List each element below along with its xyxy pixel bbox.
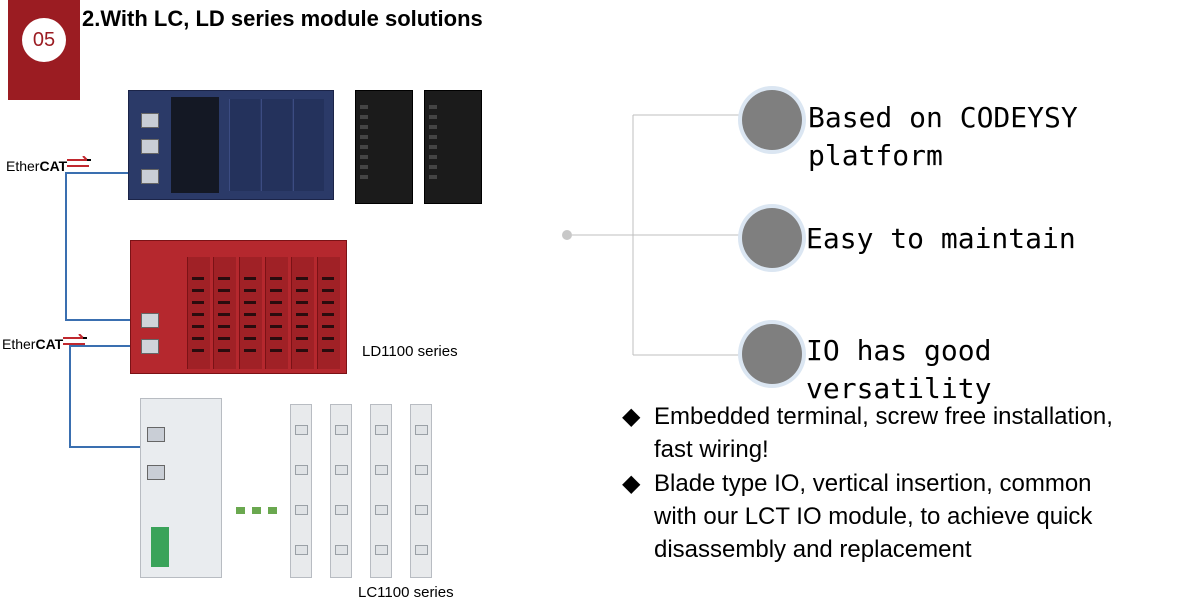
page-title: 2.With LC, LD series module solutions	[82, 6, 483, 31]
ethercat-logo-middle: EtherCAT	[2, 334, 89, 352]
ethercat-cables	[65, 172, 277, 514]
ld1100-caption: LD1100 series	[362, 343, 458, 360]
io-module-image	[424, 90, 482, 204]
section-number-badge: 05	[22, 18, 66, 62]
lc1100-caption: LC1100 series	[358, 584, 454, 601]
feature-item-maintain: Easy to maintain	[806, 222, 1076, 255]
feature-item-versatility: IO has good versatility	[806, 334, 992, 405]
diamond-bullet-icon: ◆	[622, 403, 641, 430]
ethercat-arrows-icon	[67, 156, 93, 170]
ethercat-logo-top: EtherCAT	[6, 156, 93, 174]
lc1100-blade-io-image	[290, 404, 312, 578]
ethercat-arrows-icon	[63, 334, 89, 348]
lc1100-coupler-image	[140, 398, 222, 578]
io-module-image	[355, 90, 413, 204]
diamond-bullet-icon: ◆	[622, 470, 641, 497]
lc1100-blade-io-image	[410, 404, 432, 578]
bullet-embedded-terminal: ◆Embedded terminal, screw free installat…	[622, 400, 1182, 466]
lc1100-blade-io-image	[370, 404, 392, 578]
feature-dot-icon	[742, 208, 802, 268]
feature-item-codesys: Based on CODEYSY platform	[808, 101, 1078, 172]
lc1100-blade-io-image	[330, 404, 352, 578]
feature-dot-icon	[742, 90, 802, 150]
feature-tree-connector	[562, 114, 740, 356]
feature-dot-icon	[742, 324, 802, 384]
bullet-blade-type-io: ◆Blade type IO, vertical insertion, comm…	[622, 467, 1182, 566]
ld1100-module-image	[130, 240, 347, 374]
plc-controller-image	[128, 90, 334, 200]
